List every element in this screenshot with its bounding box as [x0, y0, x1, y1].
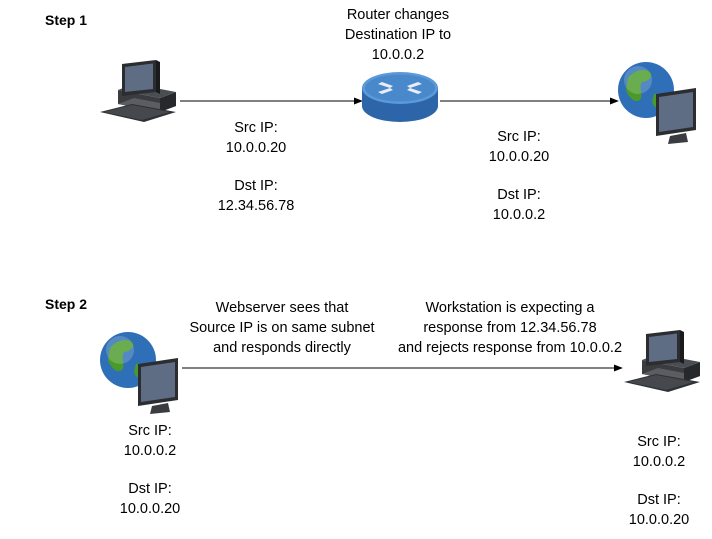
step1-label: Step 1: [45, 12, 88, 28]
step2-label: Step 2: [45, 296, 88, 312]
webserver-icon: [100, 332, 178, 414]
workstation-icon: [624, 330, 700, 392]
router-icon: [362, 72, 438, 122]
router-note: Router changes Destination IP to 10.0.0.…: [344, 7, 452, 63]
workstation-note: Workstation is expecting a response from…: [397, 300, 623, 356]
step1-left-packet: Src IP: 10.0.0.20 Dst IP: 12.34.56.78: [217, 120, 295, 214]
step2-left-packet: Src IP: 10.0.0.2 Dst IP: 10.0.0.20: [119, 423, 181, 517]
webserver-icon: [618, 62, 696, 144]
workstation-icon: [100, 60, 176, 122]
webserver-note: Webserver sees that Source IP is on same…: [189, 300, 375, 356]
step1-right-packet: Src IP: 10.0.0.20 Dst IP: 10.0.0.2: [488, 129, 550, 223]
step2-right-packet: Src IP: 10.0.0.2 Dst IP: 10.0.0.20: [628, 434, 690, 528]
